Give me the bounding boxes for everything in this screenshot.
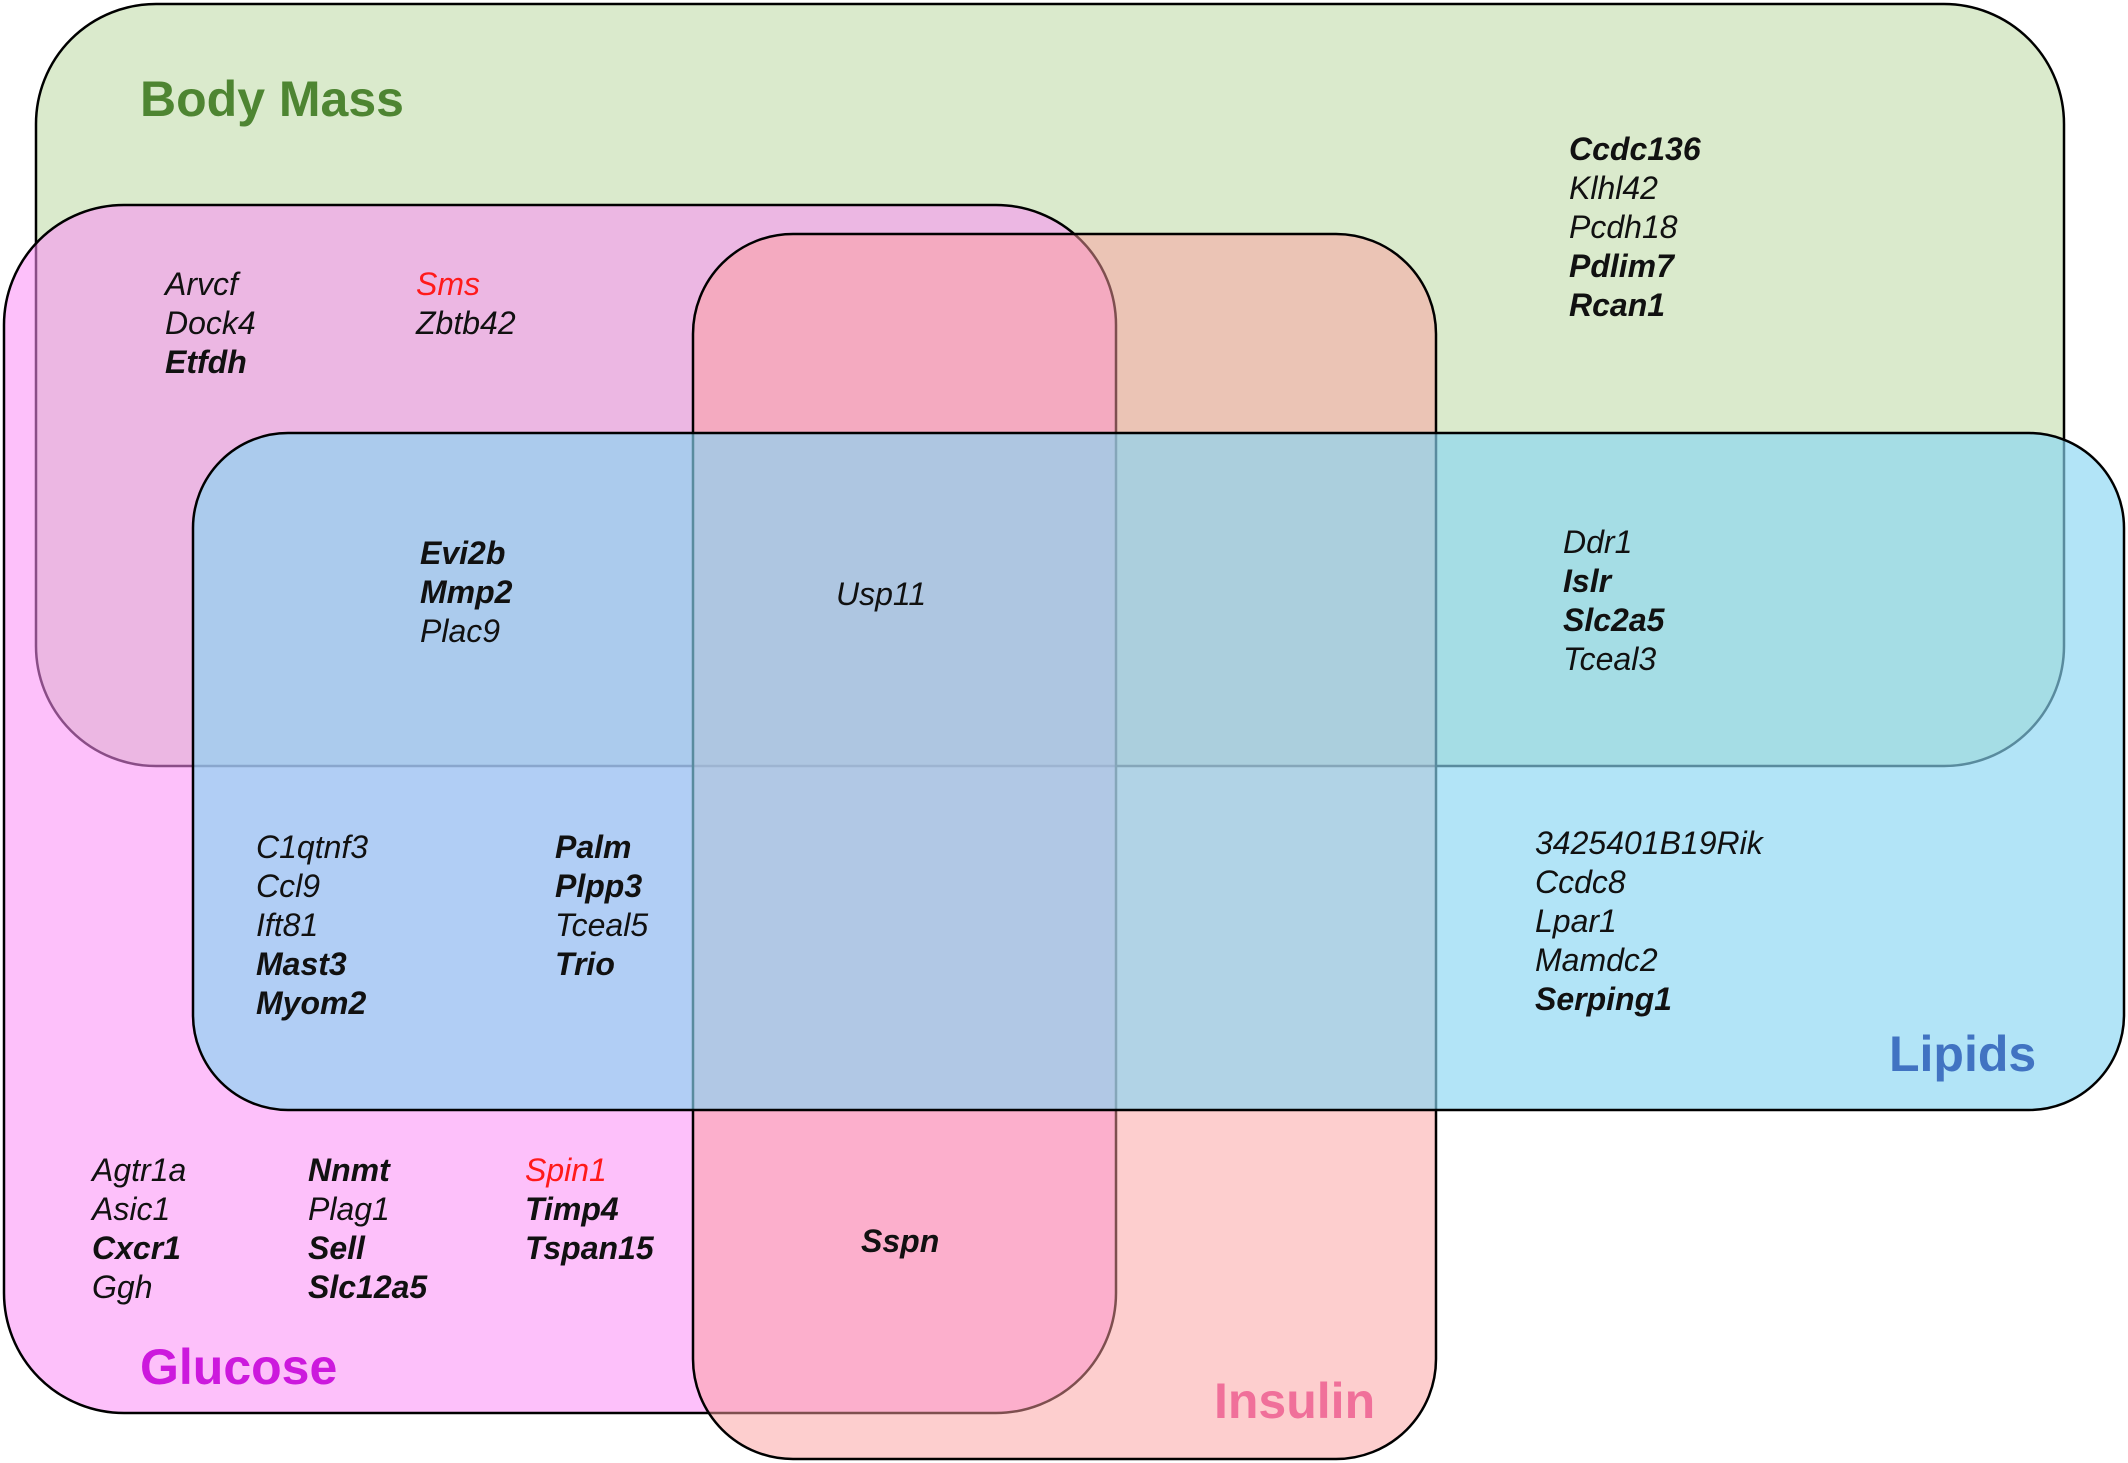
gene-label: Nnmt — [308, 1152, 391, 1188]
all-four-sets-genes: Usp11 — [836, 576, 926, 612]
gene-label: Usp11 — [836, 576, 926, 612]
gene-label: Tspan15 — [525, 1230, 655, 1266]
gene-label: Tceal5 — [555, 907, 648, 943]
gene-label: Slc12a5 — [308, 1269, 428, 1305]
gene-label: Pdlim7 — [1569, 248, 1676, 284]
gene-label: Dock4 — [165, 305, 256, 341]
gene-label: Asic1 — [90, 1191, 170, 1227]
gene-label: Ift81 — [256, 907, 318, 943]
body-mass-label: Body Mass — [140, 71, 404, 127]
gene-label: Sms — [416, 266, 480, 302]
gene-label: Slc2a5 — [1563, 602, 1666, 638]
gene-label: Rcan1 — [1569, 287, 1665, 323]
gene-label: Sspn — [861, 1223, 939, 1259]
gene-label: Mmp2 — [420, 574, 513, 610]
gene-label: Agtr1a — [90, 1152, 186, 1188]
glucose-insulin-genes: Sspn — [861, 1223, 939, 1259]
gene-label: Mamdc2 — [1535, 942, 1658, 978]
lipids-label: Lipids — [1889, 1026, 2036, 1082]
insulin-label: Insulin — [1214, 1373, 1375, 1429]
gene-label: Ccdc8 — [1535, 864, 1626, 900]
gene-label: Trio — [555, 946, 615, 982]
gene-label: Tceal3 — [1563, 641, 1656, 677]
gene-label: Pcdh18 — [1569, 209, 1678, 245]
gene-label: Ddr1 — [1563, 524, 1632, 560]
glucose-label: Glucose — [140, 1339, 337, 1395]
gene-label: Timp4 — [525, 1191, 619, 1227]
gene-label: Ccl9 — [256, 868, 320, 904]
gene-label: Serping1 — [1535, 981, 1672, 1017]
gene-label: Etfdh — [165, 344, 247, 380]
gene-label: Klhl42 — [1569, 170, 1658, 206]
gene-label: Spin1 — [525, 1152, 607, 1188]
gene-label: Arvcf — [163, 266, 241, 302]
gene-label: Cxcr1 — [92, 1230, 181, 1266]
gene-label: Zbtb42 — [415, 305, 516, 341]
gene-label: Plac9 — [420, 613, 500, 649]
gene-label: Ccdc136 — [1569, 131, 1701, 167]
gene-label: Palm — [555, 829, 631, 865]
gene-label: C1qtnf3 — [256, 829, 368, 865]
gene-label: Sell — [308, 1230, 366, 1266]
gene-label: Plpp3 — [555, 868, 642, 904]
gene-label: Myom2 — [256, 985, 366, 1021]
gene-label: Mast3 — [256, 946, 347, 982]
gene-label: Plag1 — [308, 1191, 390, 1227]
lipids-set-shape — [191, 431, 2126, 1112]
gene-label: Lpar1 — [1535, 903, 1617, 939]
gene-label: Evi2b — [420, 535, 505, 571]
gene-label: Islr — [1563, 563, 1613, 599]
gene-label: Ggh — [92, 1269, 152, 1305]
gene-label: 3425401B19Rik — [1535, 825, 1765, 861]
